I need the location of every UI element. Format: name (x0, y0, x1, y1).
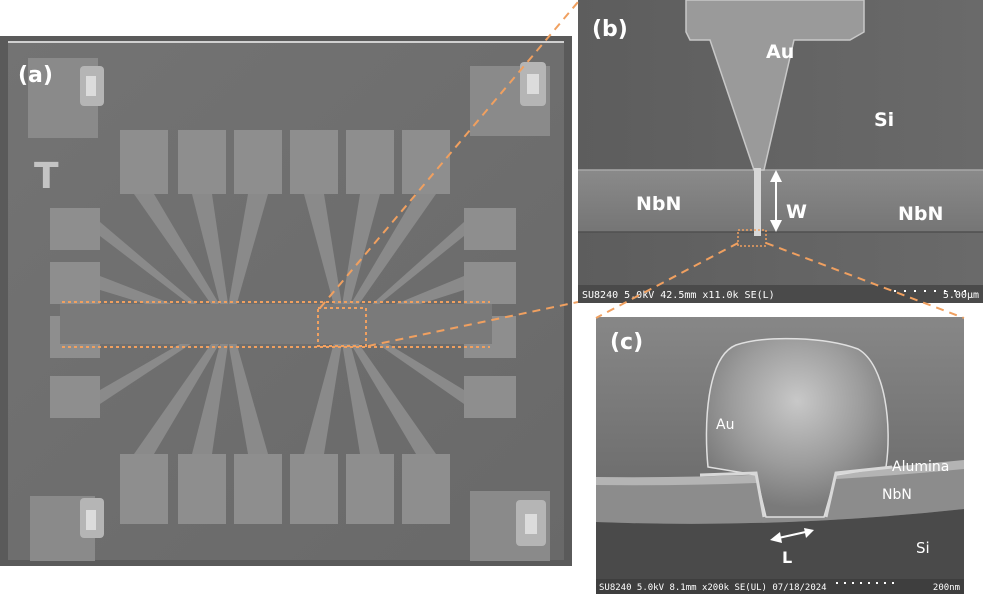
label-au-b: Au (766, 41, 794, 63)
bottom-contact-pads (120, 454, 450, 524)
panel-c-label: (c) (610, 330, 643, 355)
left-pad (50, 376, 100, 418)
panel-a-chip-overview: T (a) (0, 36, 572, 566)
panel-b-label: (b) (592, 17, 628, 42)
bottom-pad (178, 454, 226, 524)
bottom-pad (120, 454, 168, 524)
zoom-box-b (737, 229, 767, 247)
trace-bottom (339, 324, 436, 454)
bottom-pad (346, 454, 394, 524)
bottom-pad (234, 454, 282, 524)
sem-info-text-c: SU8240 5.0kV 8.1mm x200k SE(UL) 07/18/20… (599, 583, 827, 593)
bottom-pad (402, 454, 450, 524)
trace-top (225, 194, 268, 324)
top-pad (234, 130, 282, 194)
label-nbn-right: NbN (898, 203, 943, 225)
alumina-layer (596, 460, 964, 486)
trace-bottom (339, 324, 380, 454)
sem-info-bar-c (596, 579, 964, 594)
trace-top (192, 194, 231, 324)
left-pad (50, 262, 100, 304)
bottom-pad (290, 454, 338, 524)
label-nbn-left: NbN (636, 193, 681, 215)
trace-bottom (192, 324, 231, 454)
label-alumina: Alumina (892, 459, 949, 475)
label-l: L (782, 548, 792, 567)
sem-scale-b: 5.00μm (943, 290, 979, 301)
panel-c-sem-cross-section: Au Alumina NbN Si L (c) SU8240 5.0kV 8.1… (596, 317, 964, 594)
au-electrode (685, 0, 865, 171)
trace-top (134, 194, 231, 324)
trace-bottom (134, 324, 231, 454)
label-w: W (786, 201, 807, 223)
sem-info-text-b: SU8240 5.0kV 42.5mm x11.0k SE(L) (582, 290, 775, 301)
scale-ticks-c (836, 582, 894, 584)
label-au-c: Au (716, 417, 734, 433)
alignment-mark-t: T (34, 156, 59, 197)
label-si-c: Si (916, 539, 930, 557)
panel-a-label: (a) (18, 63, 53, 88)
au-bridge (754, 168, 761, 236)
top-pad (290, 130, 338, 194)
label-nbn-c: NbN (882, 487, 912, 503)
si-substrate-c (596, 509, 964, 579)
nbn-strip (60, 304, 492, 344)
top-pad (346, 130, 394, 194)
trace-left (100, 222, 218, 326)
right-pad (464, 376, 516, 418)
left-pad (50, 208, 100, 250)
top-pad (178, 130, 226, 194)
right-pad (464, 262, 516, 304)
sem-scale-c: 200nm (933, 583, 960, 593)
trace-bottom (304, 324, 345, 454)
trace-bottom (225, 324, 268, 454)
label-si-b: Si (874, 109, 894, 131)
right-pad (464, 208, 516, 250)
top-pad (120, 130, 168, 194)
panel-b-sem-junction: Au Si NbN NbN W (b) SU8240 5.0kV 42.5mm … (578, 0, 983, 303)
top-pad (402, 130, 450, 194)
